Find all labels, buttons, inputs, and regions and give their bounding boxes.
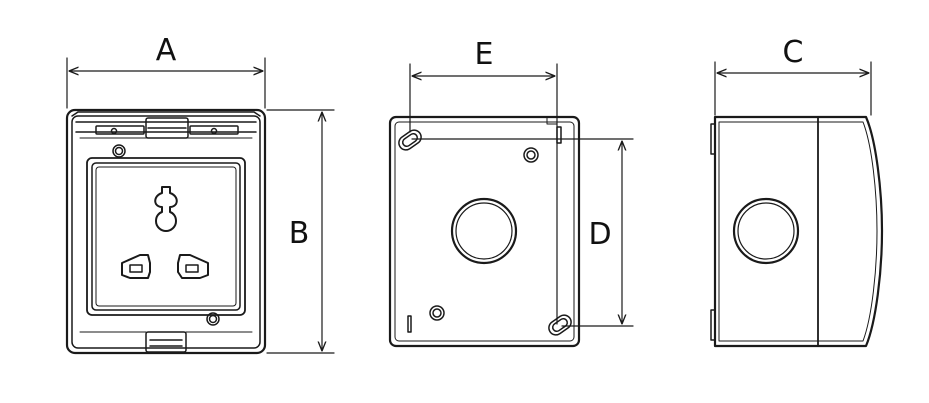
back-view [388, 115, 581, 348]
front-screw-top [112, 144, 126, 158]
front-view [65, 108, 267, 355]
dimension-c-label: C [783, 35, 804, 70]
dimension-c [714, 61, 872, 116]
back-screw-bottom [429, 305, 445, 321]
dimension-b [266, 109, 335, 354]
side-cable-entry [732, 197, 800, 265]
front-body-outline [65, 108, 267, 355]
side-view [710, 115, 884, 348]
front-latch [145, 331, 187, 353]
dimension-b-label: B [289, 216, 310, 251]
back-screw-top [523, 147, 539, 163]
back-mount-slot-top [398, 129, 422, 151]
dimension-e [409, 63, 558, 325]
side-profile-icon [710, 115, 884, 348]
back-body-outline [388, 115, 581, 348]
dimension-d [411, 138, 634, 327]
dimension-a [66, 57, 266, 109]
mounting-box-icon [388, 115, 581, 348]
front-body-inner [71, 115, 261, 349]
dimension-d-label: D [588, 217, 611, 252]
side-body-outline [713, 115, 884, 348]
front-lid-frame [86, 157, 246, 316]
universal-socket-icon [121, 186, 209, 279]
dimension-e-label: E [475, 37, 494, 72]
dimension-a-label: A [156, 33, 177, 68]
front-hinge [71, 111, 261, 117]
back-cable-entry [450, 197, 518, 265]
front-screw-bottom [206, 312, 220, 326]
back-mount-slot-bottom [548, 314, 572, 336]
